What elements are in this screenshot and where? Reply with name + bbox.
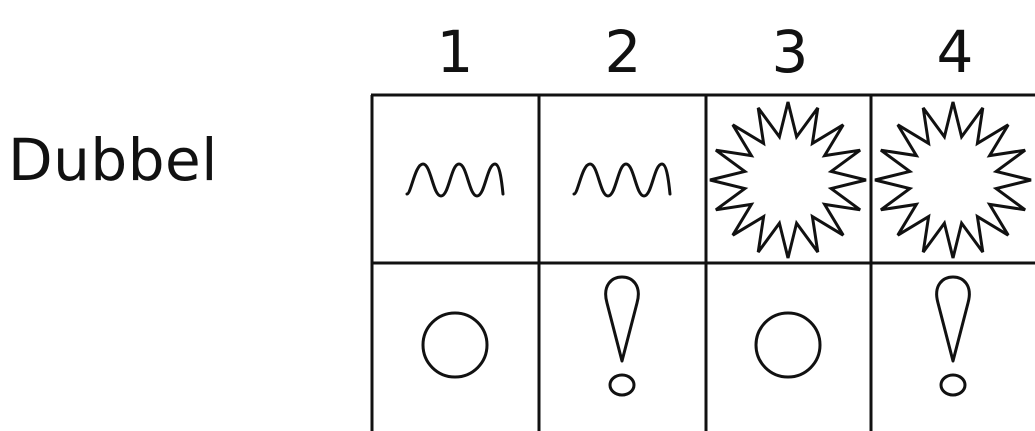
circle-icon <box>754 311 822 379</box>
column-number-1: 1 <box>436 18 474 86</box>
circle-icon-shape <box>421 311 489 379</box>
wave-icon-path <box>572 162 672 198</box>
starburst-icon-shape <box>709 101 867 259</box>
symbols <box>405 101 1032 397</box>
exclamation-icon-dot <box>939 373 967 397</box>
wave-icon <box>405 162 505 198</box>
grid-lines <box>370 93 1035 431</box>
column-number-3: 3 <box>771 18 809 86</box>
row-label-dubbel: Dubbel <box>8 126 218 194</box>
wave-icon-path <box>405 162 505 198</box>
circle-icon-shape <box>754 311 822 379</box>
starburst-icon-shape <box>874 101 1032 259</box>
wave-icon <box>572 162 672 198</box>
column-number-2: 2 <box>604 18 642 86</box>
exclamation-icon <box>604 275 640 397</box>
exclamation-icon <box>935 275 971 397</box>
starburst-icon <box>874 101 1032 259</box>
exclamation-icon-stem <box>604 275 640 363</box>
exclamation-icon-dot <box>608 373 636 397</box>
circle-icon <box>421 311 489 379</box>
column-number-4: 4 <box>936 18 974 86</box>
exclamation-icon-stem <box>935 275 971 363</box>
starburst-icon <box>709 101 867 259</box>
